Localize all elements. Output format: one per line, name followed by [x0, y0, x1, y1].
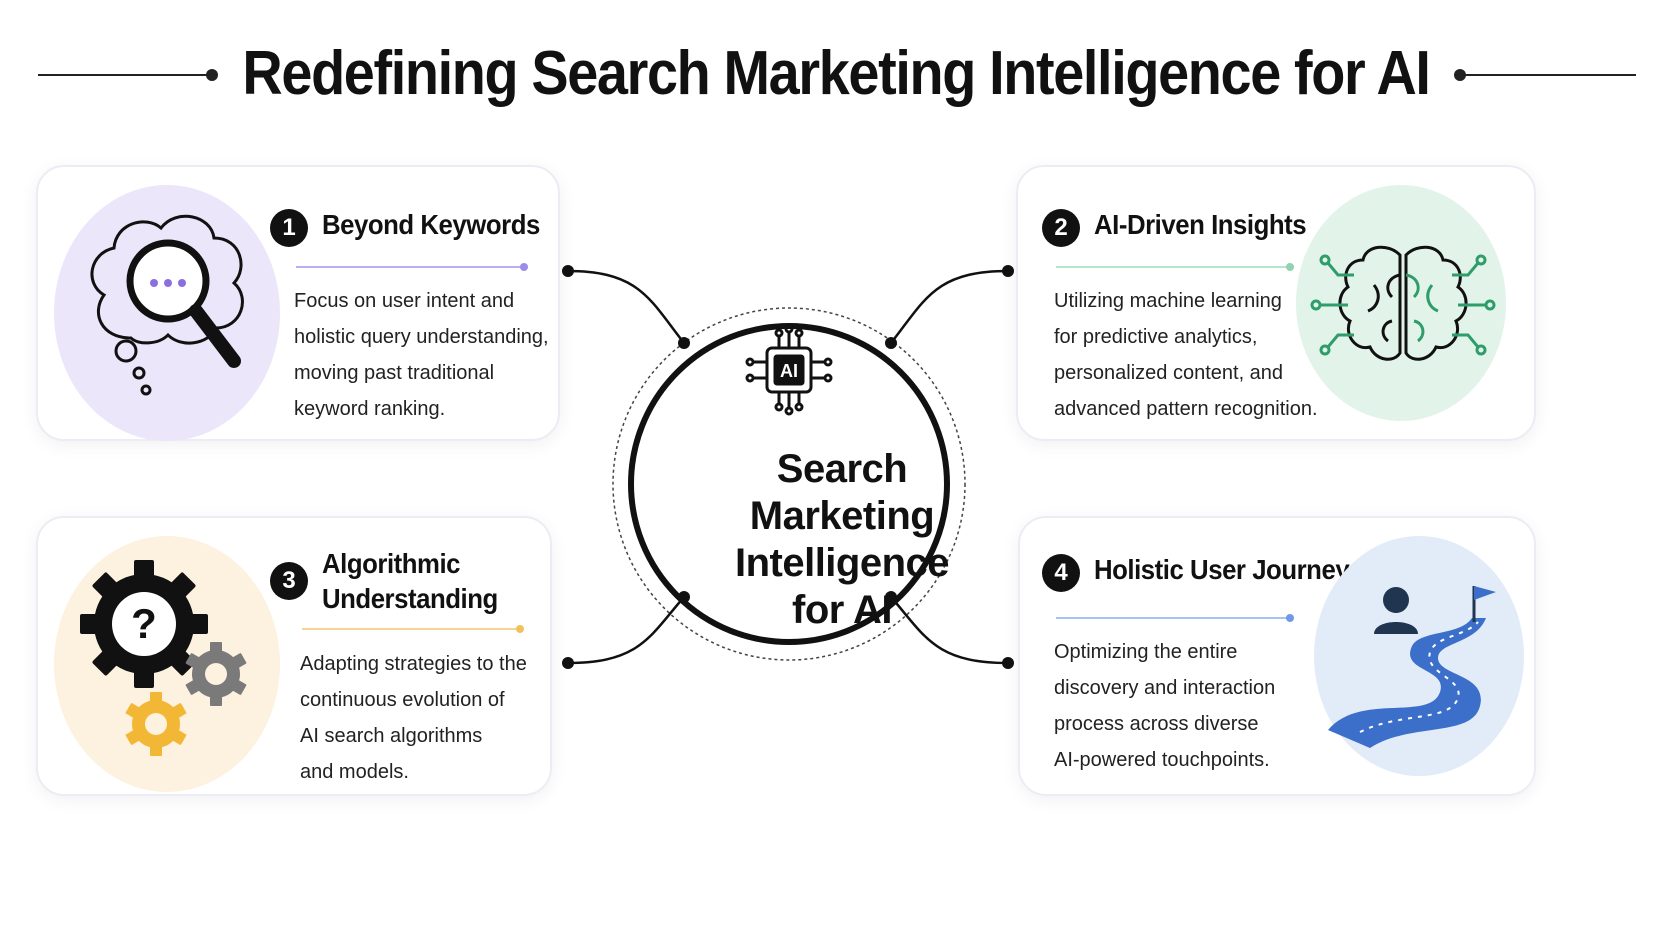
circuit-brain-icon: [1310, 245, 1496, 361]
card-1-title: Beyond Keywords: [322, 209, 540, 240]
card-3-line-2: continuous evolution of: [300, 689, 505, 711]
card-1-number-badge: 1: [270, 209, 308, 247]
card-1-line-2: holistic query understanding,: [294, 326, 549, 348]
card-3-divider-dot: [516, 625, 524, 633]
hub-title-line-2: Marketing: [749, 494, 935, 538]
card-algorithmic-understanding: ? 3 Algorithmic Understanding: [36, 516, 552, 796]
card-4-line-2: discovery and interaction: [1054, 677, 1276, 699]
connector-1-end-dot: [562, 265, 574, 277]
card-holistic-user-journey: 4 Holistic User Journey Optimizing the e…: [1018, 516, 1536, 796]
card-1-line-3: moving past traditional: [294, 362, 495, 384]
ai-chip-icon: [745, 324, 833, 416]
card-2-title: AI-Driven Insights: [1094, 209, 1307, 240]
card-2-line-4: advanced pattern recognition.: [1054, 398, 1318, 420]
card-3-divider: [302, 628, 520, 630]
connector-2-end-dot: [1002, 265, 1014, 277]
card-3-line-1: Adapting strategies to the: [300, 653, 527, 675]
connector-2: [890, 269, 1009, 344]
card-1-line-4: keyword ranking.: [294, 398, 446, 420]
card-4-line-4: AI-powered touchpoints.: [1054, 749, 1270, 771]
card-4-number-badge: 4: [1042, 554, 1080, 592]
hub-node-2: [885, 337, 897, 349]
connector-4-end-dot: [1002, 657, 1014, 669]
card-2-line-3: personalized content, and: [1054, 362, 1284, 384]
card-4-line-3: process across diverse: [1054, 713, 1259, 735]
title-right-dot: [1454, 69, 1466, 81]
title-row: Redefining Search Marketing Intelligence…: [0, 28, 1672, 118]
card-4-description: Optimizing the entire discovery and inte…: [1054, 634, 1275, 778]
card-2-number-badge: 2: [1042, 209, 1080, 247]
connector-1: [567, 269, 685, 344]
card-2-divider-dot: [1286, 263, 1294, 271]
card-3-number-badge: 3: [270, 562, 308, 600]
card-4-divider: [1056, 617, 1290, 619]
card-1-heading: 1 Beyond Keywords: [270, 207, 559, 247]
card-1-line-1: Focus on user intent and: [294, 290, 515, 312]
gears-question-icon: ?: [80, 560, 247, 756]
hub-title-line-1: Search: [776, 447, 908, 491]
card-2-heading: 2 AI-Driven Insights: [1042, 207, 1325, 247]
card-2-line-2: for predictive analytics,: [1054, 326, 1258, 348]
card-3-title-line-2: Understanding: [322, 583, 498, 614]
user-icon: [1374, 587, 1418, 634]
hub-outer-dashed-ring: [612, 307, 966, 661]
card-3-line-3: AI search algorithms: [300, 725, 483, 747]
card-4-heading: 4 Holistic User Journey: [1042, 552, 1371, 592]
title-left-dot: [206, 69, 218, 81]
hub-node-4: [885, 591, 897, 603]
card-3-line-4: and models.: [300, 761, 409, 783]
card-3-title: Algorithmic Understanding: [322, 546, 498, 616]
page-title: Redefining Search Marketing Intelligence…: [242, 39, 1430, 108]
title-right-rule: [1464, 74, 1636, 76]
card-3-description: Adapting strategies to the continuous ev…: [300, 646, 527, 790]
card-beyond-keywords: 1 Beyond Keywords Focus on user intent a…: [36, 165, 560, 441]
card-3-title-line-1: Algorithmic: [322, 548, 461, 579]
card-3-heading: 3 Algorithmic Understanding: [270, 546, 513, 616]
hub-title: Search Marketing Intelligence for AI: [680, 446, 1004, 634]
card-1-divider: [296, 266, 524, 268]
card-ai-driven-insights: 2 AI-Driven Insights Utilizing machine l…: [1016, 165, 1536, 441]
hub-title-line-3: Intelligence: [734, 541, 950, 585]
card-1-divider-dot: [520, 263, 528, 271]
connector-3-end-dot: [562, 657, 574, 669]
card-2-divider: [1056, 266, 1290, 268]
thought-bubble-magnifier-icon: [90, 214, 244, 396]
card-4-title: Holistic User Journey: [1094, 554, 1350, 585]
hub-node-1: [678, 337, 690, 349]
card-4-line-1: Optimizing the entire: [1054, 641, 1238, 663]
card-1-description: Focus on user intent and holistic query …: [294, 283, 549, 427]
connector-4: [890, 596, 1009, 665]
user-path-flag-icon: [1328, 586, 1496, 748]
ai-chip-label: AI: [780, 361, 798, 381]
hub-title-line-4: for AI: [792, 588, 892, 632]
card-2-line-1: Utilizing machine learning: [1054, 290, 1282, 312]
card-4-divider-dot: [1286, 614, 1294, 622]
gear-question-mark: ?: [131, 600, 157, 647]
connector-3: [567, 596, 685, 665]
title-left-rule: [38, 74, 208, 76]
card-2-description: Utilizing machine learning for predictiv…: [1054, 283, 1318, 427]
hub-node-3: [678, 591, 690, 603]
